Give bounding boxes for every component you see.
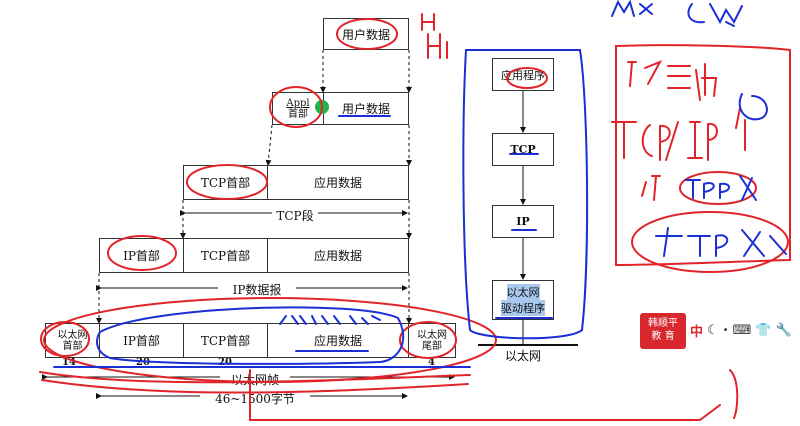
ime-language-button[interactable]: 中: [690, 324, 704, 340]
app-data-label: 应用数据: [313, 176, 362, 190]
stack-app-box: 应用程序: [492, 58, 554, 91]
size-4: 4: [428, 357, 435, 368]
tcp-header-label-2: TCP首部: [200, 249, 251, 263]
tcp-header-label-3: TCP首部: [200, 334, 251, 348]
tcp-segment-label: TCP段: [276, 209, 314, 223]
brand-line2: 教 育: [651, 331, 675, 342]
eth-header-line1: 以太网: [57, 329, 88, 341]
stack-ip-label: IP: [516, 215, 530, 228]
eth-trailer-line1: 以太网: [417, 329, 447, 341]
brand-logo: 韩顺平 教 育: [640, 313, 686, 349]
user-data-label: 用户数据: [341, 27, 390, 42]
ip-header-label: IP首部: [123, 249, 160, 263]
stack-eth-driver-line2: 驱动程序: [501, 300, 545, 316]
eth-header-line2: 首部: [62, 340, 83, 352]
tcp-header-box-2: TCP首部: [183, 238, 268, 273]
app-data-label-3: 应用数据: [313, 334, 362, 348]
eth-frame-label: 以太网帧: [230, 373, 279, 387]
stack-eth-driver-line1: 以太网: [506, 284, 540, 300]
stack-eth-driver-box: 以太网 驱动程序: [492, 280, 554, 320]
ip-header-box-3: IP首部: [99, 323, 184, 358]
ip-datagram-label: IP数据报: [232, 283, 282, 297]
dot-label: •: [722, 324, 729, 336]
user-data-box-2: 用户数据: [323, 92, 409, 125]
stack-tcp-label: TCP: [510, 143, 536, 156]
app-data-box-3: 应用数据: [267, 323, 409, 358]
user-data-label-2: 用户数据: [341, 102, 390, 116]
eth-trailer-line2: 尾部: [422, 340, 442, 352]
app-data-box: 应用数据: [267, 165, 409, 200]
appl-header-line1: Appl: [286, 97, 310, 109]
stack-ip-box: IP: [492, 205, 554, 238]
payload-range-label: 46~1500字节: [215, 392, 295, 406]
ip-header-label-3: IP首部: [123, 334, 160, 348]
size-20a: 20: [136, 357, 150, 368]
tcp-header-label: TCP首部: [200, 176, 251, 190]
brand-line1: 韩顺平: [648, 318, 678, 329]
size-14: 14: [62, 357, 76, 368]
wrench-icon[interactable]: 🔧: [775, 322, 792, 338]
ime-toolbar: 中 ☾ • ⌨ 👕 🔧: [690, 320, 792, 340]
keyboard-icon[interactable]: ⌨: [732, 322, 752, 338]
stack-tcp-box: TCP: [492, 133, 554, 166]
size-20b: 20: [218, 357, 232, 368]
appl-header-line2: 首部: [288, 108, 308, 120]
app-data-box-2: 应用数据: [267, 238, 409, 273]
app-data-label-2: 应用数据: [313, 249, 362, 263]
stack-ethernet-label: 以太网: [504, 349, 541, 363]
shirt-icon[interactable]: 👕: [755, 322, 772, 338]
moon-icon[interactable]: ☾: [707, 322, 719, 338]
